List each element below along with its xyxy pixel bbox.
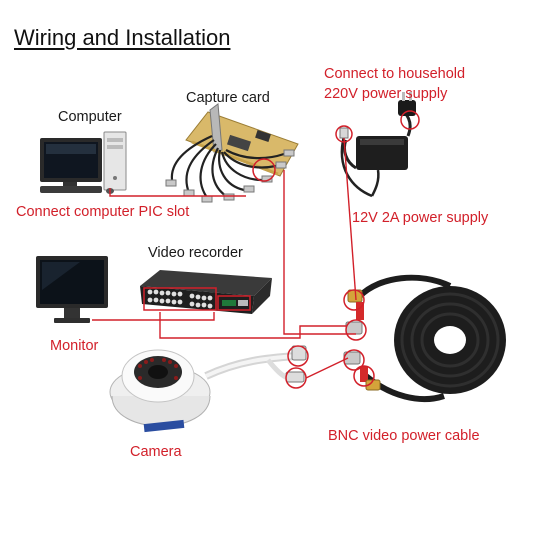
camera-illustration: [109, 345, 307, 433]
capture-card-illustration: [165, 103, 299, 203]
label-computer: Computer: [58, 109, 122, 125]
wiring-lines: [92, 137, 357, 379]
wire-monitor-to-dvr: [92, 312, 215, 321]
wire-power-to-bnc: [343, 137, 357, 301]
diagram-title: Wiring and Installation: [14, 25, 231, 50]
label-power-supply: 12V 2A power supply: [352, 210, 489, 226]
label-connect-pc-slot: Connect computer PIC slot: [16, 204, 190, 220]
label-bnc-cable: BNC video power cable: [328, 428, 480, 444]
label-video-recorder: Video recorder: [148, 245, 243, 261]
wire-camera-to-bnc: [305, 357, 349, 379]
label-connect-household-line2: 220V power supply: [324, 86, 448, 102]
label-connect-household-line1: Connect to household: [324, 66, 466, 82]
power-adapter-illustration: [339, 92, 416, 198]
wire-card-to-bnc: [283, 170, 356, 335]
wire-pc-to-card: [109, 188, 246, 197]
monitor-illustration: [36, 256, 108, 323]
computer-illustration: [40, 131, 127, 194]
connection-highlights: [252, 110, 420, 389]
label-monitor: Monitor: [50, 338, 99, 354]
bnc-cable-illustration: [343, 274, 506, 402]
label-capture-card: Capture card: [186, 90, 270, 106]
wall-plug-icon: [398, 92, 416, 116]
label-camera: Camera: [130, 444, 182, 460]
wire-dvr-to-bnc: [159, 312, 346, 339]
dvr-illustration: [140, 270, 272, 314]
